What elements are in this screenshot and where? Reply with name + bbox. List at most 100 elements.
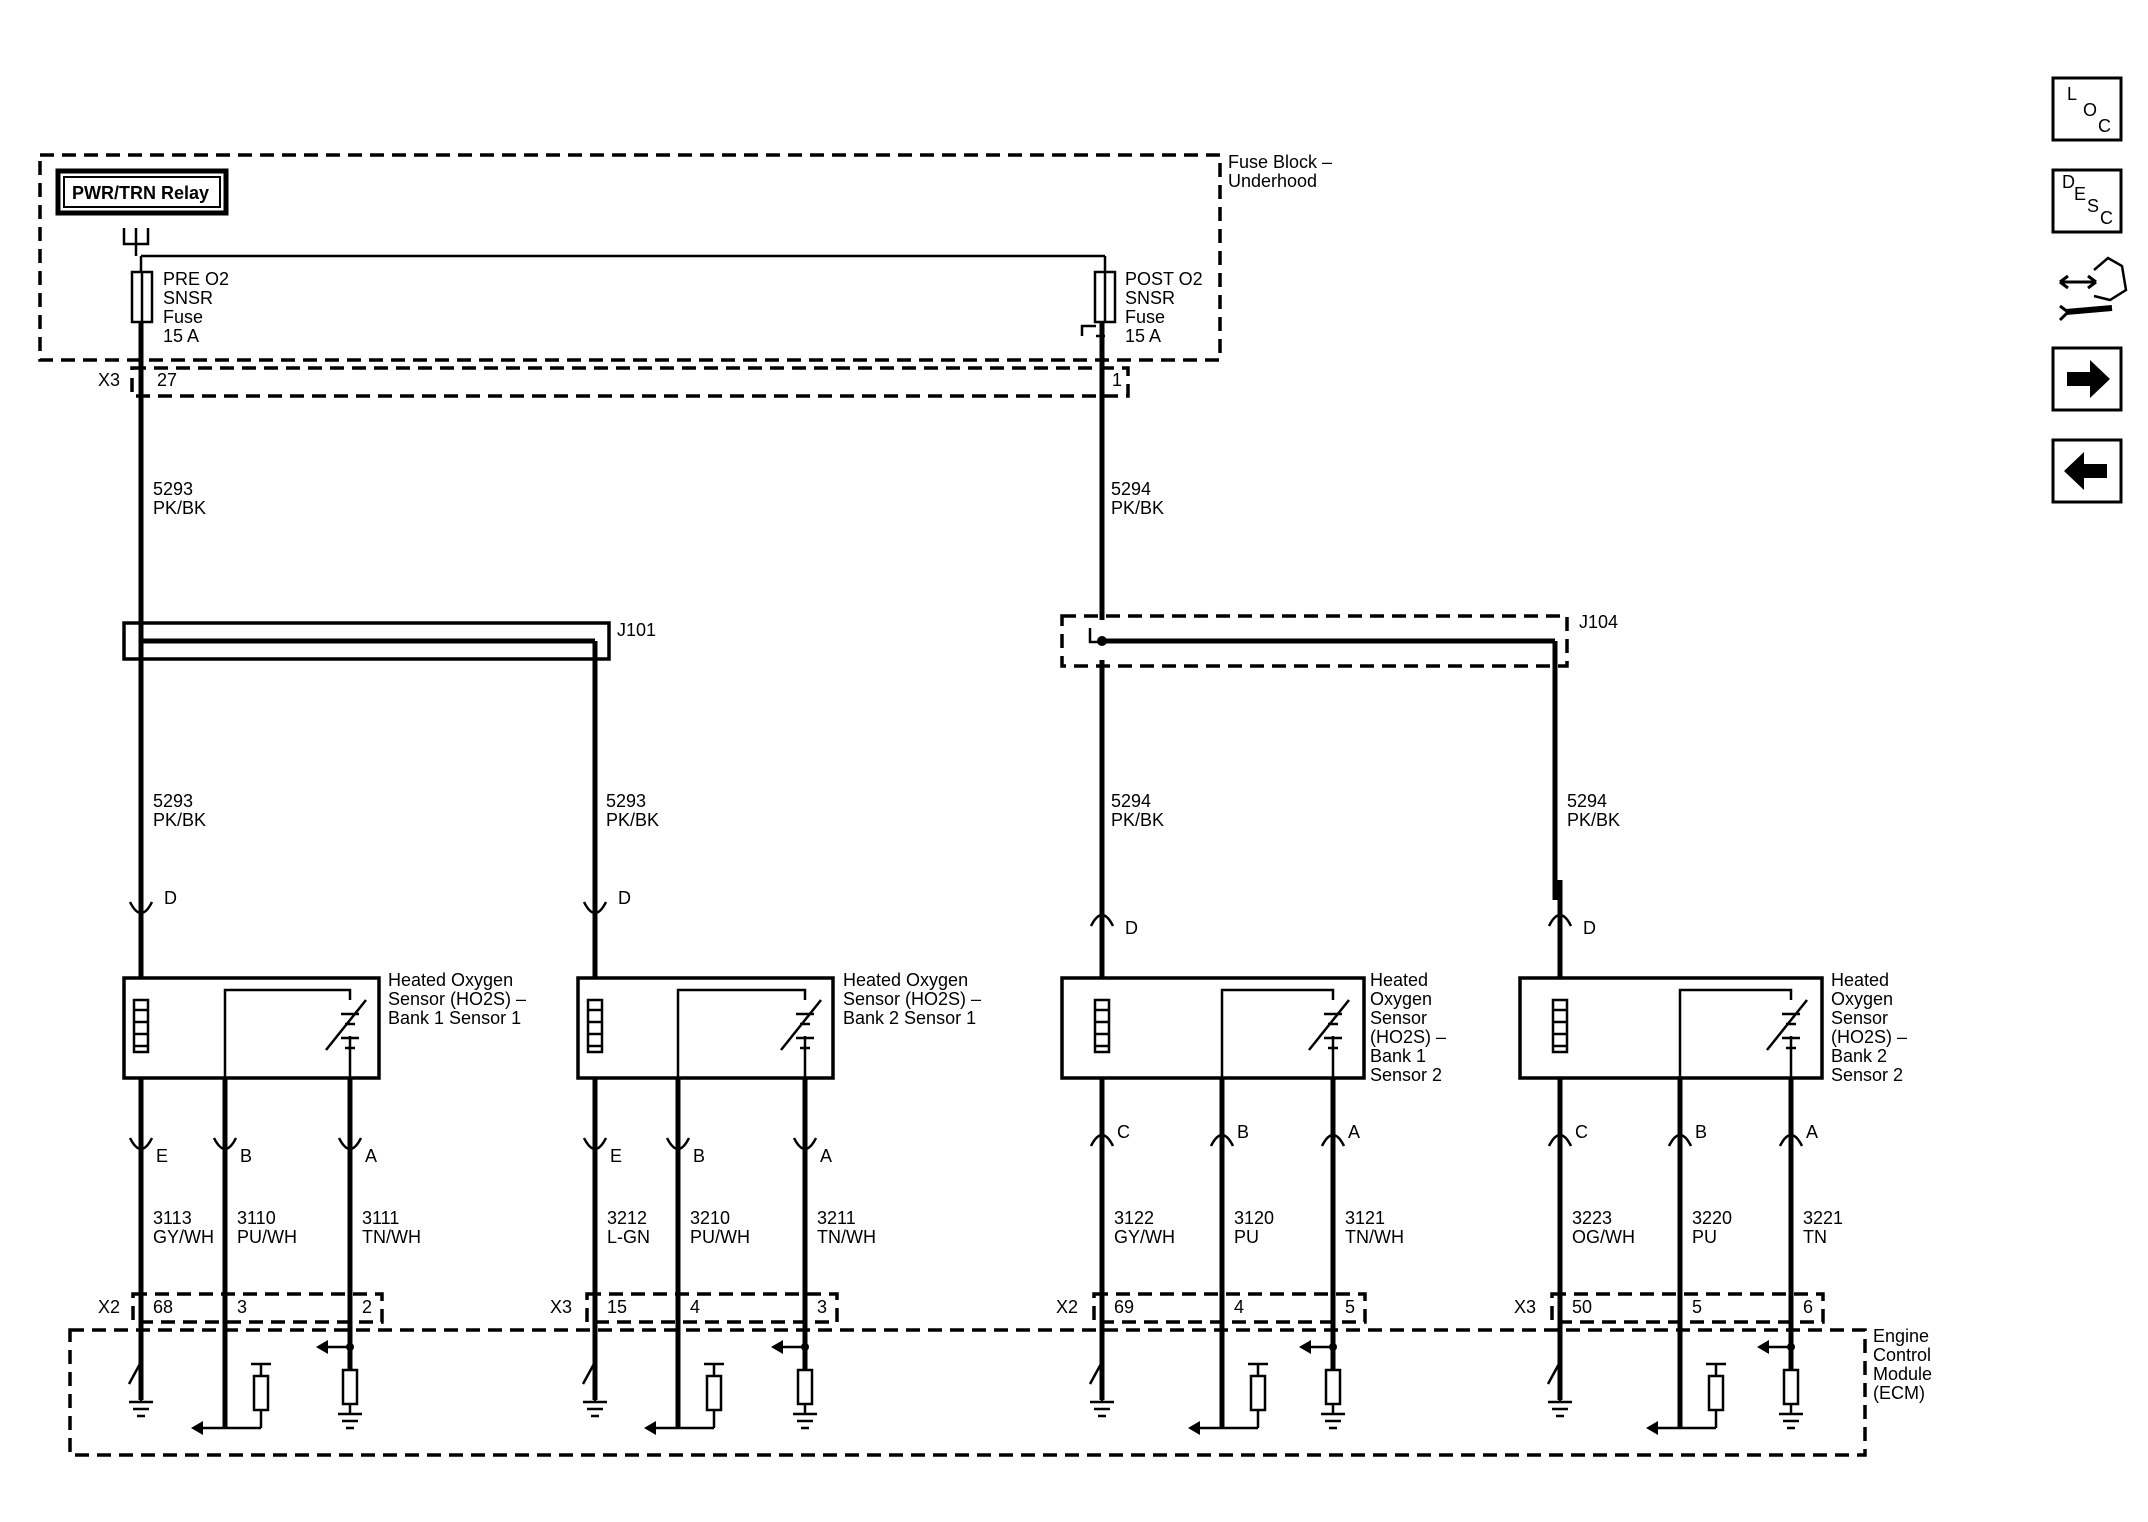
wire-color-3210: PU/WH xyxy=(690,1227,750,1247)
fuse-block-label-2: Underhood xyxy=(1228,171,1317,191)
description-button[interactable]: D E S C xyxy=(2051,168,2123,234)
ecm-pin-2: 2 xyxy=(362,1297,372,1317)
svg-text:15 A: 15 A xyxy=(163,326,199,346)
pin-letter: A xyxy=(1806,1122,1818,1142)
fuse-pre-o2: PRE O2 SNSR Fuse 15 A xyxy=(130,269,229,346)
sensor-name-line: Sensor 2 xyxy=(1831,1065,1903,1085)
connector-pin-b xyxy=(212,1137,238,1151)
wire-circuit-3121: 3121 xyxy=(1345,1208,1385,1228)
sensor-name-line: Sensor xyxy=(1370,1008,1427,1028)
connector-pin-d-1 xyxy=(128,901,154,915)
wire-color-3111: TN/WH xyxy=(362,1227,421,1247)
fuse-block-outline xyxy=(38,153,1222,362)
svg-text:L: L xyxy=(2067,84,2077,104)
ecm-label-2: Control xyxy=(1873,1345,1931,1365)
sensor-name-line: Sensor (HO2S) – xyxy=(388,989,526,1009)
wire-circuit-3221: 3221 xyxy=(1803,1208,1843,1228)
wire-color-3220: PU xyxy=(1692,1227,1717,1247)
connector-pin-d-3 xyxy=(1089,913,1115,927)
connector-pin-d-2 xyxy=(582,901,608,915)
wire-color-3221: TN xyxy=(1803,1227,1827,1247)
pin-letter: B xyxy=(240,1146,252,1166)
wire-color-3121: TN/WH xyxy=(1345,1227,1404,1247)
feed-pin-label: D xyxy=(1583,918,1596,938)
next-arrow-icon[interactable] xyxy=(2051,346,2123,412)
sensor-box xyxy=(122,976,381,1080)
sensor-name-line: Bank 2 Sensor 1 xyxy=(843,1008,976,1028)
splice-j104: J104 xyxy=(1060,612,1618,900)
ecm-pin-5: 5 xyxy=(1345,1297,1355,1317)
ecm-circuit-2 xyxy=(581,1322,817,1435)
svg-text:C: C xyxy=(2098,116,2111,136)
wire-circuit-3122: 3122 xyxy=(1114,1208,1154,1228)
sensor-box xyxy=(1060,976,1366,1080)
pin-letter: B xyxy=(1237,1122,1249,1142)
sensor-name-line: Sensor (HO2S) – xyxy=(843,989,981,1009)
ecm-circuit-4 xyxy=(1546,1322,1803,1435)
connector-pin-e xyxy=(582,1137,608,1151)
ecm-outline xyxy=(68,1328,1867,1457)
connector-pin-a xyxy=(792,1137,818,1151)
ecm-pin-5: 5 xyxy=(1692,1297,1702,1317)
ecm-pin-50: 50 xyxy=(1572,1297,1592,1317)
sensor-name-line: Heated xyxy=(1370,970,1428,990)
pwr-trn-relay: PWR/TRN Relay xyxy=(55,168,229,216)
wire-5294-label: 5294 xyxy=(1111,479,1151,499)
svg-text:O: O xyxy=(2083,100,2097,120)
svg-text:SNSR: SNSR xyxy=(1125,288,1175,308)
pin-letter: E xyxy=(610,1146,622,1166)
fuse-block-connector-x3 xyxy=(130,366,1130,398)
ecm-label-4: (ECM) xyxy=(1873,1383,1925,1403)
wire-color-3223: OG/WH xyxy=(1572,1227,1635,1247)
back-arrow-icon[interactable] xyxy=(2051,438,2123,504)
ecm-pin-15: 15 xyxy=(607,1297,627,1317)
feed-pin-label: D xyxy=(1125,918,1138,938)
connector-x3-label: X3 xyxy=(98,370,120,390)
location-button[interactable]: L O C xyxy=(2051,76,2123,142)
sensor-box xyxy=(1518,976,1824,1080)
pin-letter: B xyxy=(693,1146,705,1166)
svg-text:15 A: 15 A xyxy=(1125,326,1161,346)
wire-circuit-3110: 3110 xyxy=(237,1208,276,1228)
ecm-pin-69: 69 xyxy=(1114,1297,1134,1317)
svg-text:PK/BK: PK/BK xyxy=(1567,810,1620,830)
wire-5293-label: 5293 xyxy=(153,479,193,499)
ecm-connector-label: X2 xyxy=(1056,1297,1078,1317)
ecm-connector-label: X2 xyxy=(98,1297,120,1317)
wire-circuit-3111: 3111 xyxy=(362,1208,399,1228)
svg-text:C: C xyxy=(2100,208,2113,228)
svg-text:POST O2: POST O2 xyxy=(1125,269,1203,289)
connector-pin-a xyxy=(1320,1133,1346,1147)
svg-text:S: S xyxy=(2087,196,2099,216)
ecm-pin-3: 3 xyxy=(237,1297,247,1317)
wire-circuit-3113: 3113 xyxy=(153,1208,192,1228)
ecm-connector-label: X3 xyxy=(1514,1297,1536,1317)
svg-text:SNSR: SNSR xyxy=(163,288,213,308)
wire-color-3120: PU xyxy=(1234,1227,1259,1247)
pin-letter: C xyxy=(1117,1122,1130,1142)
connector-pin-c xyxy=(1089,1133,1115,1147)
wire-5293-color: PK/BK xyxy=(153,498,206,518)
connector-end-view-icon[interactable] xyxy=(2058,256,2128,322)
feed-pin-label: D xyxy=(164,888,177,908)
connector-pin-b xyxy=(1667,1133,1693,1147)
wire-circuit-3211: 3211 xyxy=(817,1208,856,1228)
svg-text:PK/BK: PK/BK xyxy=(153,810,206,830)
pin-letter: A xyxy=(365,1146,377,1166)
svg-text:D: D xyxy=(2062,172,2075,192)
sensor-name-line: (HO2S) – xyxy=(1831,1027,1907,1047)
svg-text:5294: 5294 xyxy=(1111,791,1151,811)
ecm-label-3: Module xyxy=(1873,1364,1932,1384)
connector-pin-b xyxy=(1209,1133,1235,1147)
svg-text:5293: 5293 xyxy=(606,791,646,811)
connector-pin-c xyxy=(1547,1133,1573,1147)
ecm-circuit-1 xyxy=(127,1322,362,1435)
